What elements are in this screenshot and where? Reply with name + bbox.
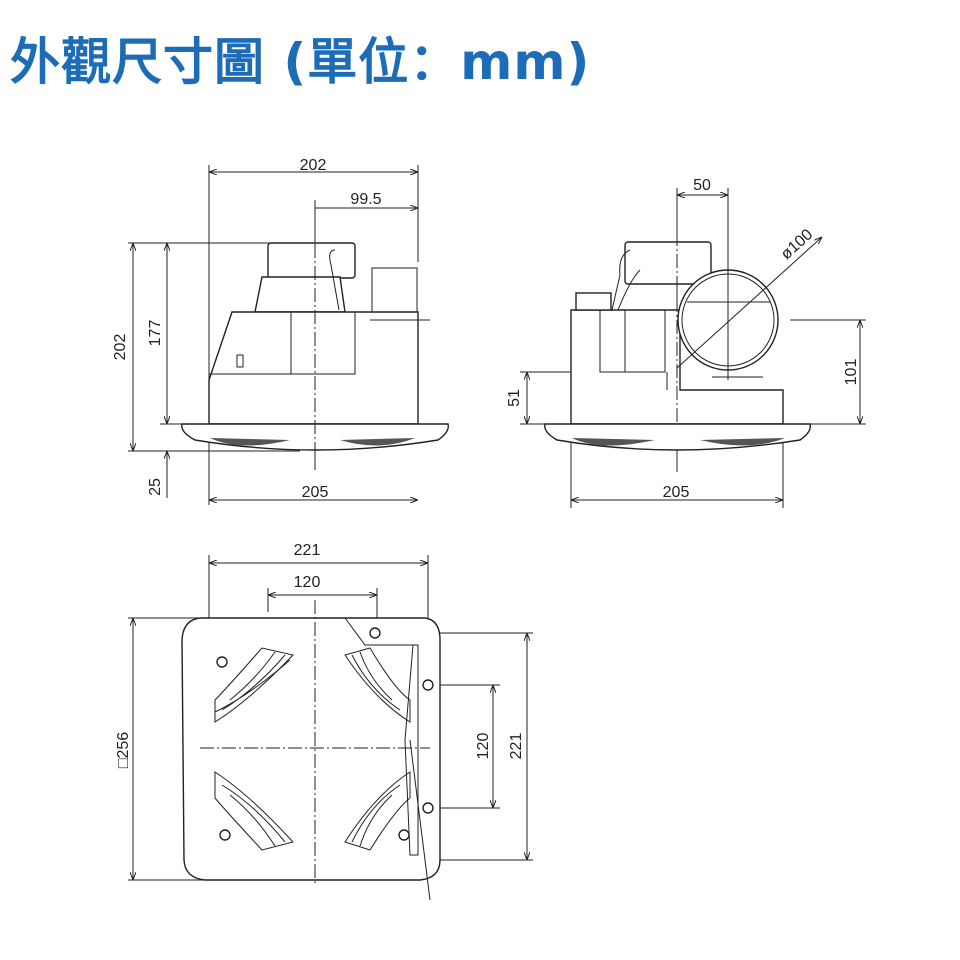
motor-housing bbox=[254, 276, 346, 313]
dim-top-opening-width: 221 bbox=[294, 542, 321, 559]
dim-top-screw-spacing: 120 bbox=[475, 733, 492, 760]
terminal-block bbox=[575, 292, 612, 311]
dim-front-duct-offset: 99.5 bbox=[350, 191, 381, 208]
dim-front-flange-height: 25 bbox=[147, 478, 164, 496]
dim-top-duct-position: 120 bbox=[294, 574, 321, 591]
dim-front-body-height: 177 bbox=[147, 320, 164, 347]
top-view: 221 120 □256 120 221 bbox=[115, 542, 533, 901]
dim-front-grille-width: 205 bbox=[302, 484, 329, 501]
dim-side-duct-diameter: ø100 bbox=[778, 226, 817, 263]
page-title: 外觀尺寸圖 (單位：mm) bbox=[10, 33, 591, 91]
dim-front-height: 202 bbox=[112, 334, 129, 361]
motor-cap bbox=[624, 241, 712, 285]
dim-side-duct-height: 101 bbox=[843, 359, 860, 386]
grille-quadrants bbox=[214, 647, 411, 851]
screw-icons bbox=[216, 627, 434, 841]
dim-top-panel-size: □256 bbox=[115, 732, 132, 768]
body-housing bbox=[208, 311, 419, 425]
dim-side-duct-offset: 50 bbox=[693, 177, 711, 194]
dim-side-lower-height: 51 bbox=[506, 389, 523, 407]
motor-cap bbox=[267, 242, 356, 279]
side-grille-panel bbox=[544, 423, 811, 451]
dim-front-width: 202 bbox=[300, 157, 327, 174]
dim-top-opening-depth: 221 bbox=[508, 733, 525, 760]
dim-side-grille-width: 205 bbox=[663, 484, 690, 501]
side-view: 50 ø100 101 51 205 bbox=[506, 177, 866, 508]
front-view: 202 99.5 202 177 25 205 bbox=[112, 157, 449, 505]
